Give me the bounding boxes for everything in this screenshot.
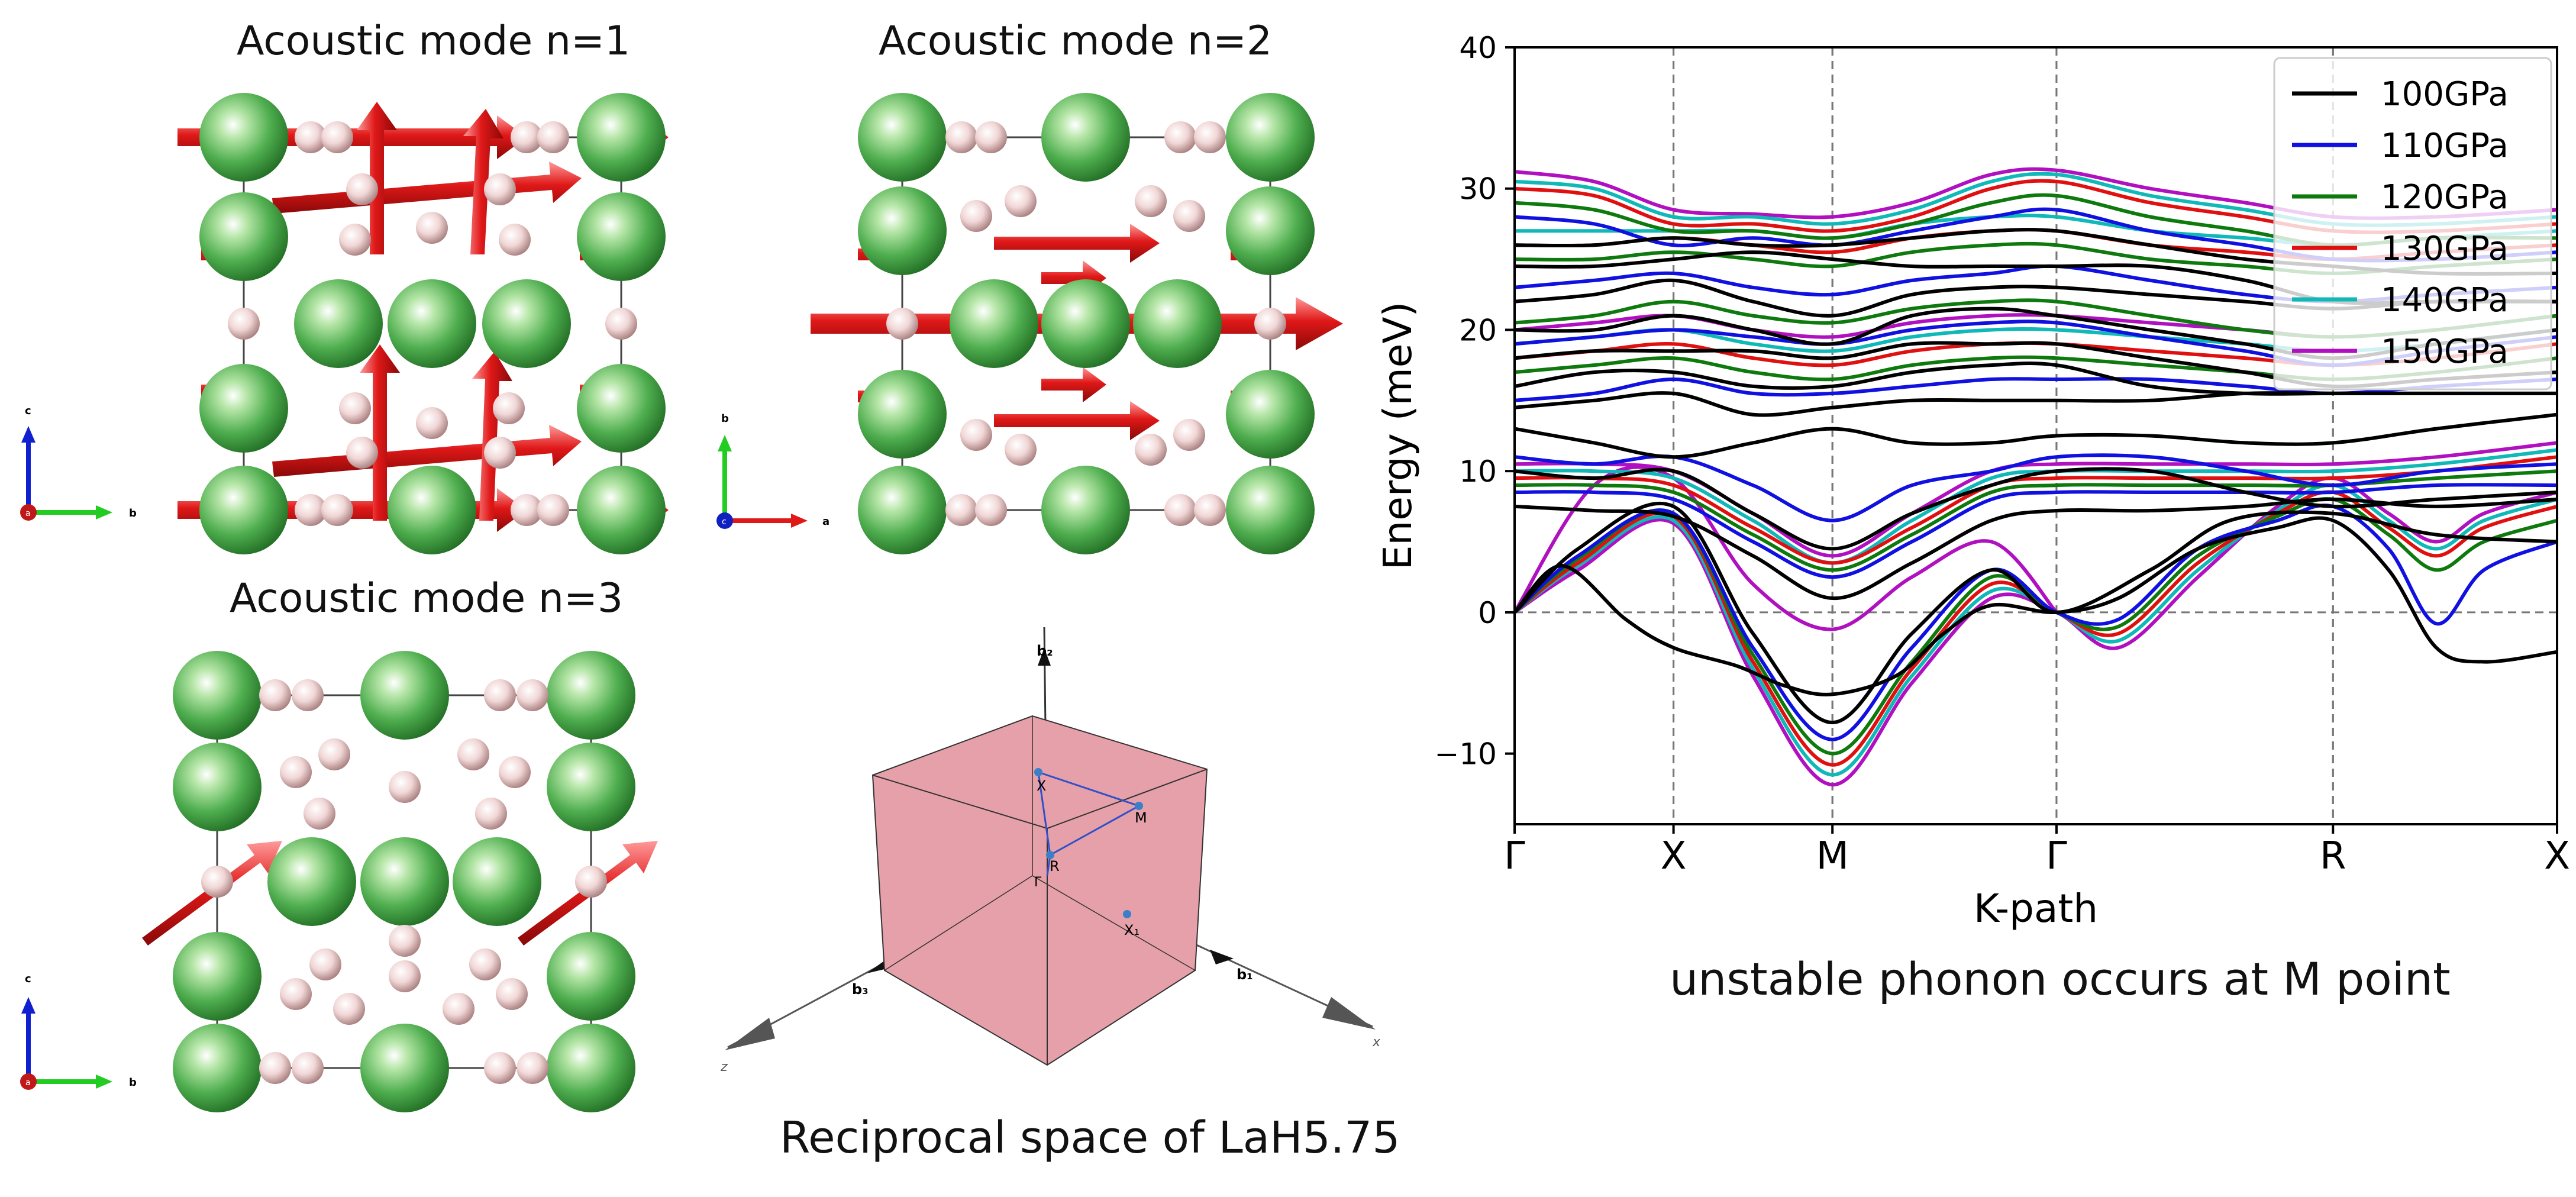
legend-label-110GPa: 110GPa (2381, 127, 2509, 165)
legend-label-150GPa: 150GPa (2381, 333, 2509, 371)
x-tick-label: X (1661, 834, 1687, 878)
point-R (1046, 851, 1054, 859)
mode1-axis-c-label: c (25, 405, 31, 417)
label-X1: X₁ (1124, 922, 1139, 938)
x-tick-label: M (1816, 834, 1849, 878)
mode1-axis-triad: c b a (20, 405, 137, 521)
band-130GPa-0 (1513, 490, 2558, 767)
mode1-axis-a-label: a (25, 509, 31, 518)
label-R: R (1050, 858, 1060, 875)
mode1-la-atoms (199, 93, 666, 554)
label-Gamma: Γ (1034, 875, 1042, 890)
x-axis-label: K-path (1974, 886, 2098, 931)
b2-label: b₂ (1037, 643, 1053, 659)
y-tick-label: 30 (1459, 172, 1497, 207)
label-M: M (1135, 809, 1147, 826)
mode3-la-atoms (173, 651, 635, 1112)
band-110GPa-0 (1513, 504, 2558, 741)
point-M (1135, 802, 1143, 810)
mode2-axis-triad: b a c (716, 412, 829, 529)
mode2-title: Acoustic mode n=2 (879, 18, 1273, 64)
band-100GPa-1 (1513, 501, 2558, 725)
legend-box (2273, 57, 2552, 391)
mode2-la-atoms (858, 93, 1315, 554)
chart-caption: unstable phonon occurs at M point (1670, 953, 2451, 1005)
mode3-structure: c b a (20, 651, 658, 1112)
band-100GPa-6 (1514, 361, 2557, 396)
legend-label-140GPa: 140GPa (2381, 281, 2509, 320)
label-X: X (1037, 777, 1046, 794)
x-tick-label: Γ (1504, 834, 1525, 878)
y-tick-label: −10 (1434, 737, 1497, 772)
mode2-axis-a-label: a (822, 515, 829, 528)
phonon-dispersion-chart: −10 0 10 20 30 40Γ X M Γ R X K-path Energy (meV) 100G… (1375, 31, 2570, 931)
band-100GPa-5 (1514, 391, 2557, 417)
x-tick-label: X (2544, 834, 2570, 878)
mode3-axis-b-label: b (129, 1076, 137, 1089)
band-100GPa-3 (1514, 467, 2558, 551)
legend-label-120GPa: 120GPa (2381, 178, 2509, 217)
band-100GPa-4 (1514, 412, 2558, 459)
x-tick-label: Γ (2046, 834, 2067, 878)
mode3-h-atoms (201, 679, 607, 1084)
crystal-panels: c b a (20, 93, 1381, 1112)
band-150GPa-0 (1513, 476, 2558, 787)
b1-label: b₁ (1237, 966, 1253, 983)
mode3-axis-c-label: c (25, 973, 31, 985)
y-tick-label: 20 (1459, 313, 1497, 347)
x-tick-label: R (2320, 834, 2346, 878)
reciprocal-caption: Reciprocal space of LaH5.75 (780, 1112, 1400, 1163)
y-tick-label: 0 (1478, 596, 1497, 630)
mode3-title: Acoustic mode n=3 (230, 575, 624, 622)
mode2-axis-c-label: c (722, 517, 727, 527)
y-tick-label: 40 (1459, 31, 1497, 65)
y-tick-label: 10 (1459, 454, 1497, 489)
point-X1 (1123, 910, 1131, 918)
point-X (1034, 768, 1042, 776)
mode1-structure: c b a (20, 93, 669, 554)
z-axis-label: z (720, 1060, 728, 1075)
plot-frame (1513, 46, 2558, 825)
k-path-lines (1037, 771, 1141, 857)
mode2-axis-b-label: b (721, 412, 729, 425)
band-100GPa-0 (1513, 516, 2558, 696)
mode2-h-atoms (886, 121, 1286, 526)
mode1-h-atoms (228, 121, 637, 526)
band-100GPa-2 (1514, 497, 2558, 601)
band-110GPa-1 (1514, 483, 2558, 579)
band-140GPa-1 (1514, 448, 2558, 565)
mode2-structure: b a c (716, 93, 1343, 554)
legend-label-130GPa: 130GPa (2381, 230, 2509, 268)
mode1-axis-b-label: b (129, 507, 137, 520)
mode1-title: Acoustic mode n=1 (237, 18, 631, 64)
mode3-axis-a-label: a (25, 1078, 31, 1088)
reciprocal-space-diagram: b₂ b₁ b₃ x z X M R Γ X₁ (720, 627, 1381, 1075)
y-axis-label: Energy (meV) (1375, 302, 1421, 570)
x-axis-label: x (1372, 1035, 1381, 1050)
mode3-axis-triad: c b a (20, 973, 137, 1090)
legend-label-100GPa: 100GPa (2381, 75, 2509, 114)
b3-label: b₃ (852, 981, 869, 998)
